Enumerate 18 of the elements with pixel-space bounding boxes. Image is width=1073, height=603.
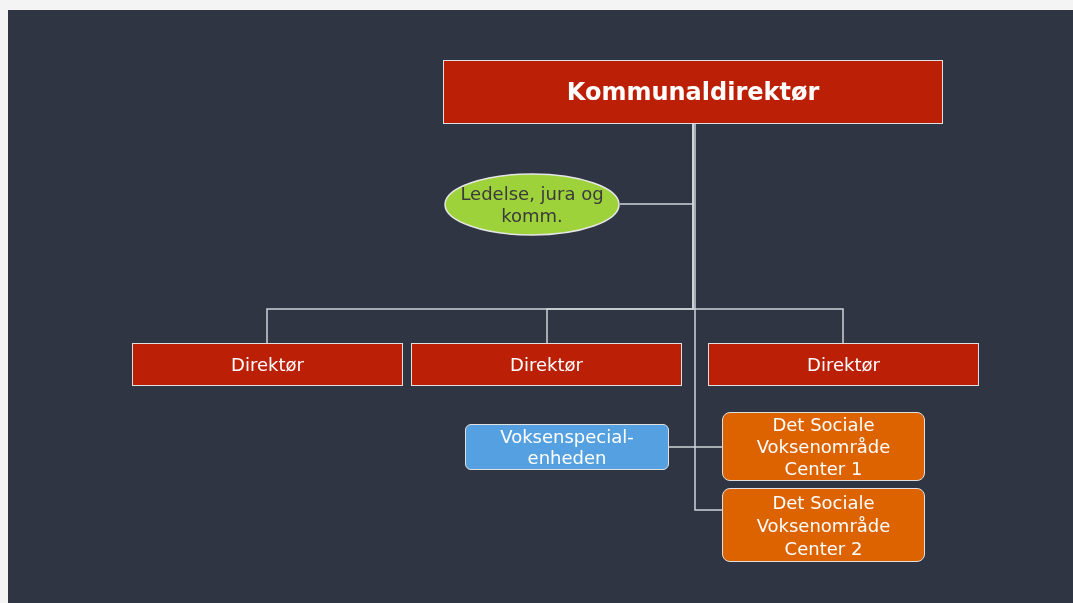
node-label: Det Sociale Voksenområde Center 2 — [755, 490, 892, 560]
node-label: Direktør — [807, 353, 880, 377]
director-box — [411, 343, 682, 386]
node-label: Direktør — [510, 353, 583, 377]
center-box — [722, 412, 925, 481]
node-label: Ledelse, jura og komm. — [459, 182, 605, 227]
node-label: Voksenspecial- enheden — [499, 426, 635, 468]
node-label: Direktør — [231, 353, 304, 377]
connector-line — [668, 446, 723, 448]
director-box — [132, 343, 403, 386]
connector-line — [694, 123, 723, 511]
node-label: Kommunaldirektør — [566, 77, 820, 108]
unit-box — [465, 424, 669, 470]
director-box — [443, 60, 943, 124]
director-box — [708, 343, 979, 386]
center-box — [722, 488, 925, 562]
unit-ellipse — [444, 173, 620, 236]
node-label: Det Sociale Voksenområde Center 1 — [755, 413, 892, 480]
